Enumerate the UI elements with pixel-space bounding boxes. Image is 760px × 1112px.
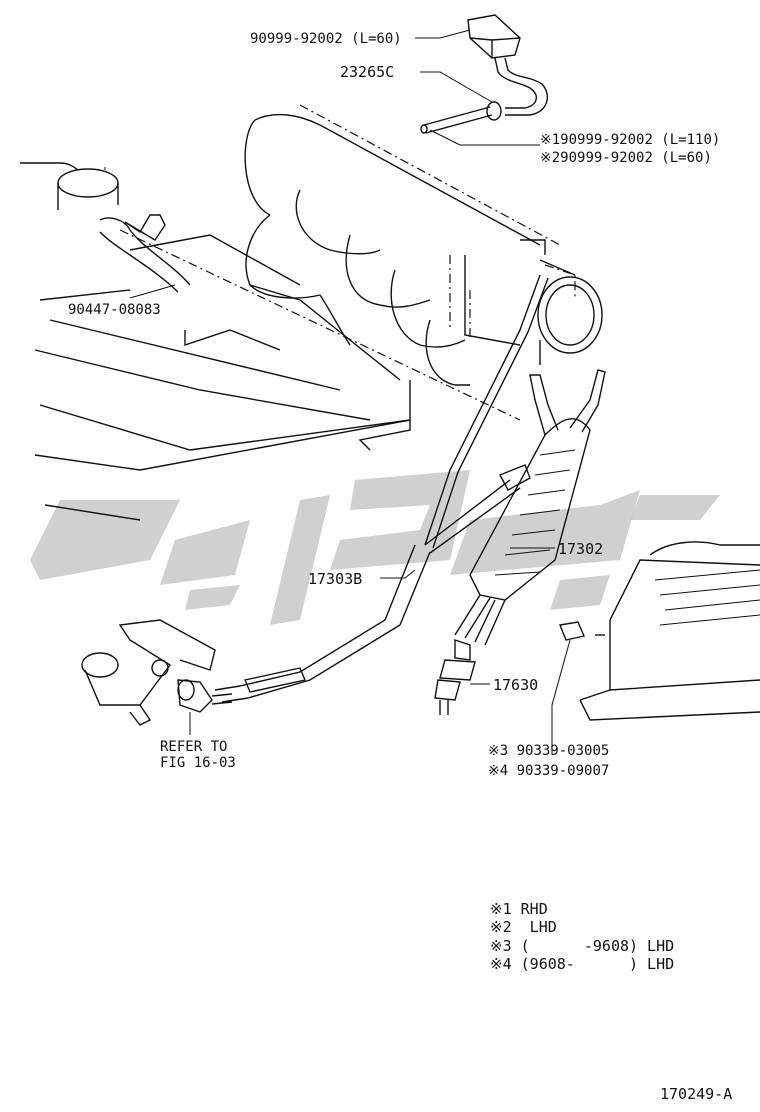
note-3: ※3 ( -9608) LHD bbox=[490, 937, 674, 955]
part-label-17302: 17302 bbox=[558, 540, 603, 558]
vacuum-hoses bbox=[214, 274, 606, 715]
part-label-90339-03005: ※3 90339-03005 bbox=[488, 743, 609, 759]
refer-to-label: REFER TO bbox=[160, 739, 227, 755]
part-label-90999-92002-l60: 90999-92002 (L=60) bbox=[250, 31, 402, 47]
refer-fig-label: FIG 16-03 bbox=[160, 755, 236, 771]
lower-left-fitting bbox=[81, 619, 233, 726]
part-label-290999-92002: ※290999-92002 (L=60) bbox=[540, 150, 712, 166]
note-1: ※1 RHD bbox=[490, 900, 548, 918]
top-hose-assembly bbox=[420, 14, 549, 134]
intake-manifold-outline bbox=[20, 113, 603, 521]
figure-id: 170249-A bbox=[660, 1085, 732, 1103]
part-labels: 90999-92002 (L=60) 23265C ※190999-92002 … bbox=[68, 31, 720, 779]
note-2: ※2 LHD bbox=[490, 918, 557, 936]
note-4: ※4 (9608- ) LHD bbox=[490, 955, 674, 973]
notes-legend: ※1 RHD ※2 LHD ※3 ( -9608) LHD ※4 (9608- … bbox=[490, 900, 674, 973]
part-label-190999-92002: ※190999-92002 (L=110) bbox=[540, 132, 720, 148]
part-label-90339-09007: ※4 90339-09007 bbox=[488, 763, 609, 779]
leader-lines bbox=[104, 29, 571, 755]
alignment-dashes bbox=[119, 104, 576, 421]
part-label-17303b: 17303B bbox=[308, 570, 362, 588]
part-label-90447-08083: 90447-08083 bbox=[68, 302, 161, 318]
part-label-17630: 17630 bbox=[493, 676, 538, 694]
lower-right-component bbox=[559, 541, 760, 721]
watermark-logo bbox=[30, 470, 720, 625]
part-label-23265c: 23265C bbox=[340, 63, 394, 81]
